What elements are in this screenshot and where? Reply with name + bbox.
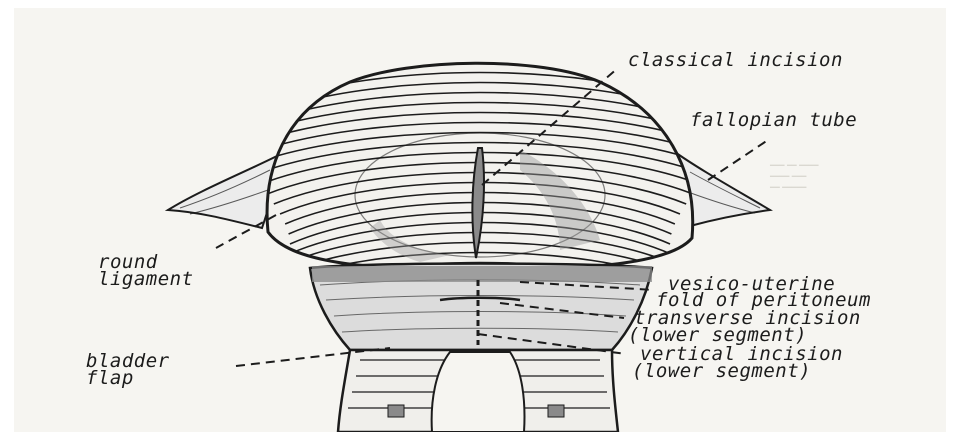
label-classical-incision: classical incision <box>628 52 843 69</box>
label-vertical-incision-line2: (lower segment) <box>632 363 811 380</box>
leader-fallopian <box>708 140 768 180</box>
label-round-ligament-line2: ligament <box>98 271 194 288</box>
label-bladder-flap-line2: flap <box>86 370 134 387</box>
label-fallopian-tube: fallopian tube <box>690 112 857 129</box>
peritoneal-fold <box>312 266 652 282</box>
label-transverse-incision-line2: (lower segment) <box>628 327 807 344</box>
